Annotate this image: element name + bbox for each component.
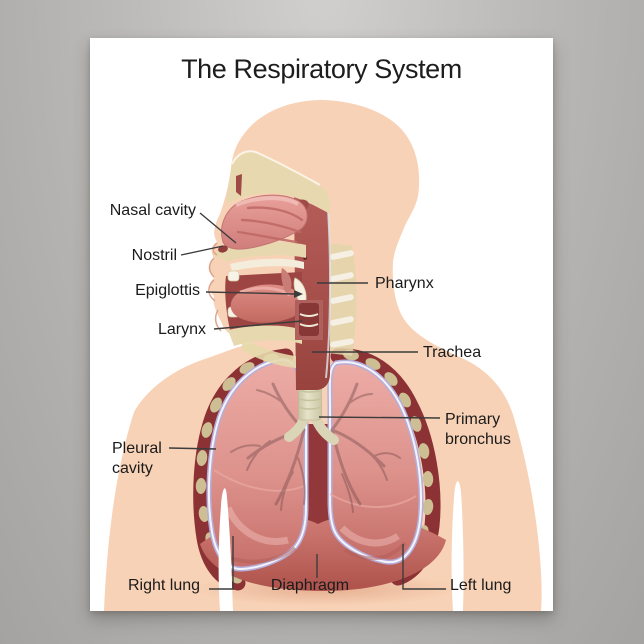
label-diaphragm: Diaphragm bbox=[270, 577, 350, 594]
uvula-shape bbox=[281, 268, 292, 293]
larynx-shape bbox=[295, 300, 323, 340]
left-lung-shape bbox=[327, 359, 424, 565]
label-pharynx: Pharynx bbox=[375, 275, 434, 292]
line-pleural-cavity bbox=[168, 447, 217, 450]
line-right-lung bbox=[209, 536, 234, 590]
nasal-cavity-shape bbox=[221, 194, 308, 250]
label-primary-bronchus: Primary bronchus bbox=[445, 411, 511, 449]
label-epiglottis: Epiglottis bbox=[135, 282, 200, 299]
label-trachea: Trachea bbox=[423, 344, 482, 361]
line-primary-bronchus bbox=[318, 416, 441, 419]
bronchial-tree-left bbox=[330, 382, 401, 513]
face-profile-lines bbox=[208, 242, 222, 332]
nasal-turbinates bbox=[236, 206, 304, 244]
epiglottis-arrowhead bbox=[294, 290, 303, 298]
upper-teeth bbox=[227, 270, 240, 282]
arm-gaps bbox=[218, 481, 464, 611]
line-larynx bbox=[213, 320, 303, 330]
label-left-lung: Left lung bbox=[450, 577, 512, 594]
label-larynx: Larynx bbox=[157, 321, 206, 338]
label-right-lung: Right lung bbox=[128, 577, 201, 594]
line-epiglottis bbox=[205, 291, 296, 295]
label-pleural-cavity: Pleural cavity bbox=[112, 440, 162, 478]
cervical-vertebrae bbox=[328, 243, 357, 356]
anatomy-illustration bbox=[104, 100, 542, 611]
label-nostril: Nostril bbox=[131, 247, 177, 264]
label-nasal-cavity: Nasal cavity bbox=[109, 202, 196, 219]
chest-section bbox=[193, 333, 446, 591]
pharynx-column bbox=[294, 191, 332, 390]
poster-title: The Respiratory System bbox=[181, 54, 462, 84]
line-nostril bbox=[180, 245, 224, 256]
head-cross-section bbox=[208, 150, 357, 390]
line-nasal-cavity bbox=[199, 212, 237, 244]
line-left-lung bbox=[402, 544, 446, 590]
leader-lines bbox=[168, 212, 446, 590]
respiratory-system-poster: The Respiratory System bbox=[90, 38, 553, 611]
